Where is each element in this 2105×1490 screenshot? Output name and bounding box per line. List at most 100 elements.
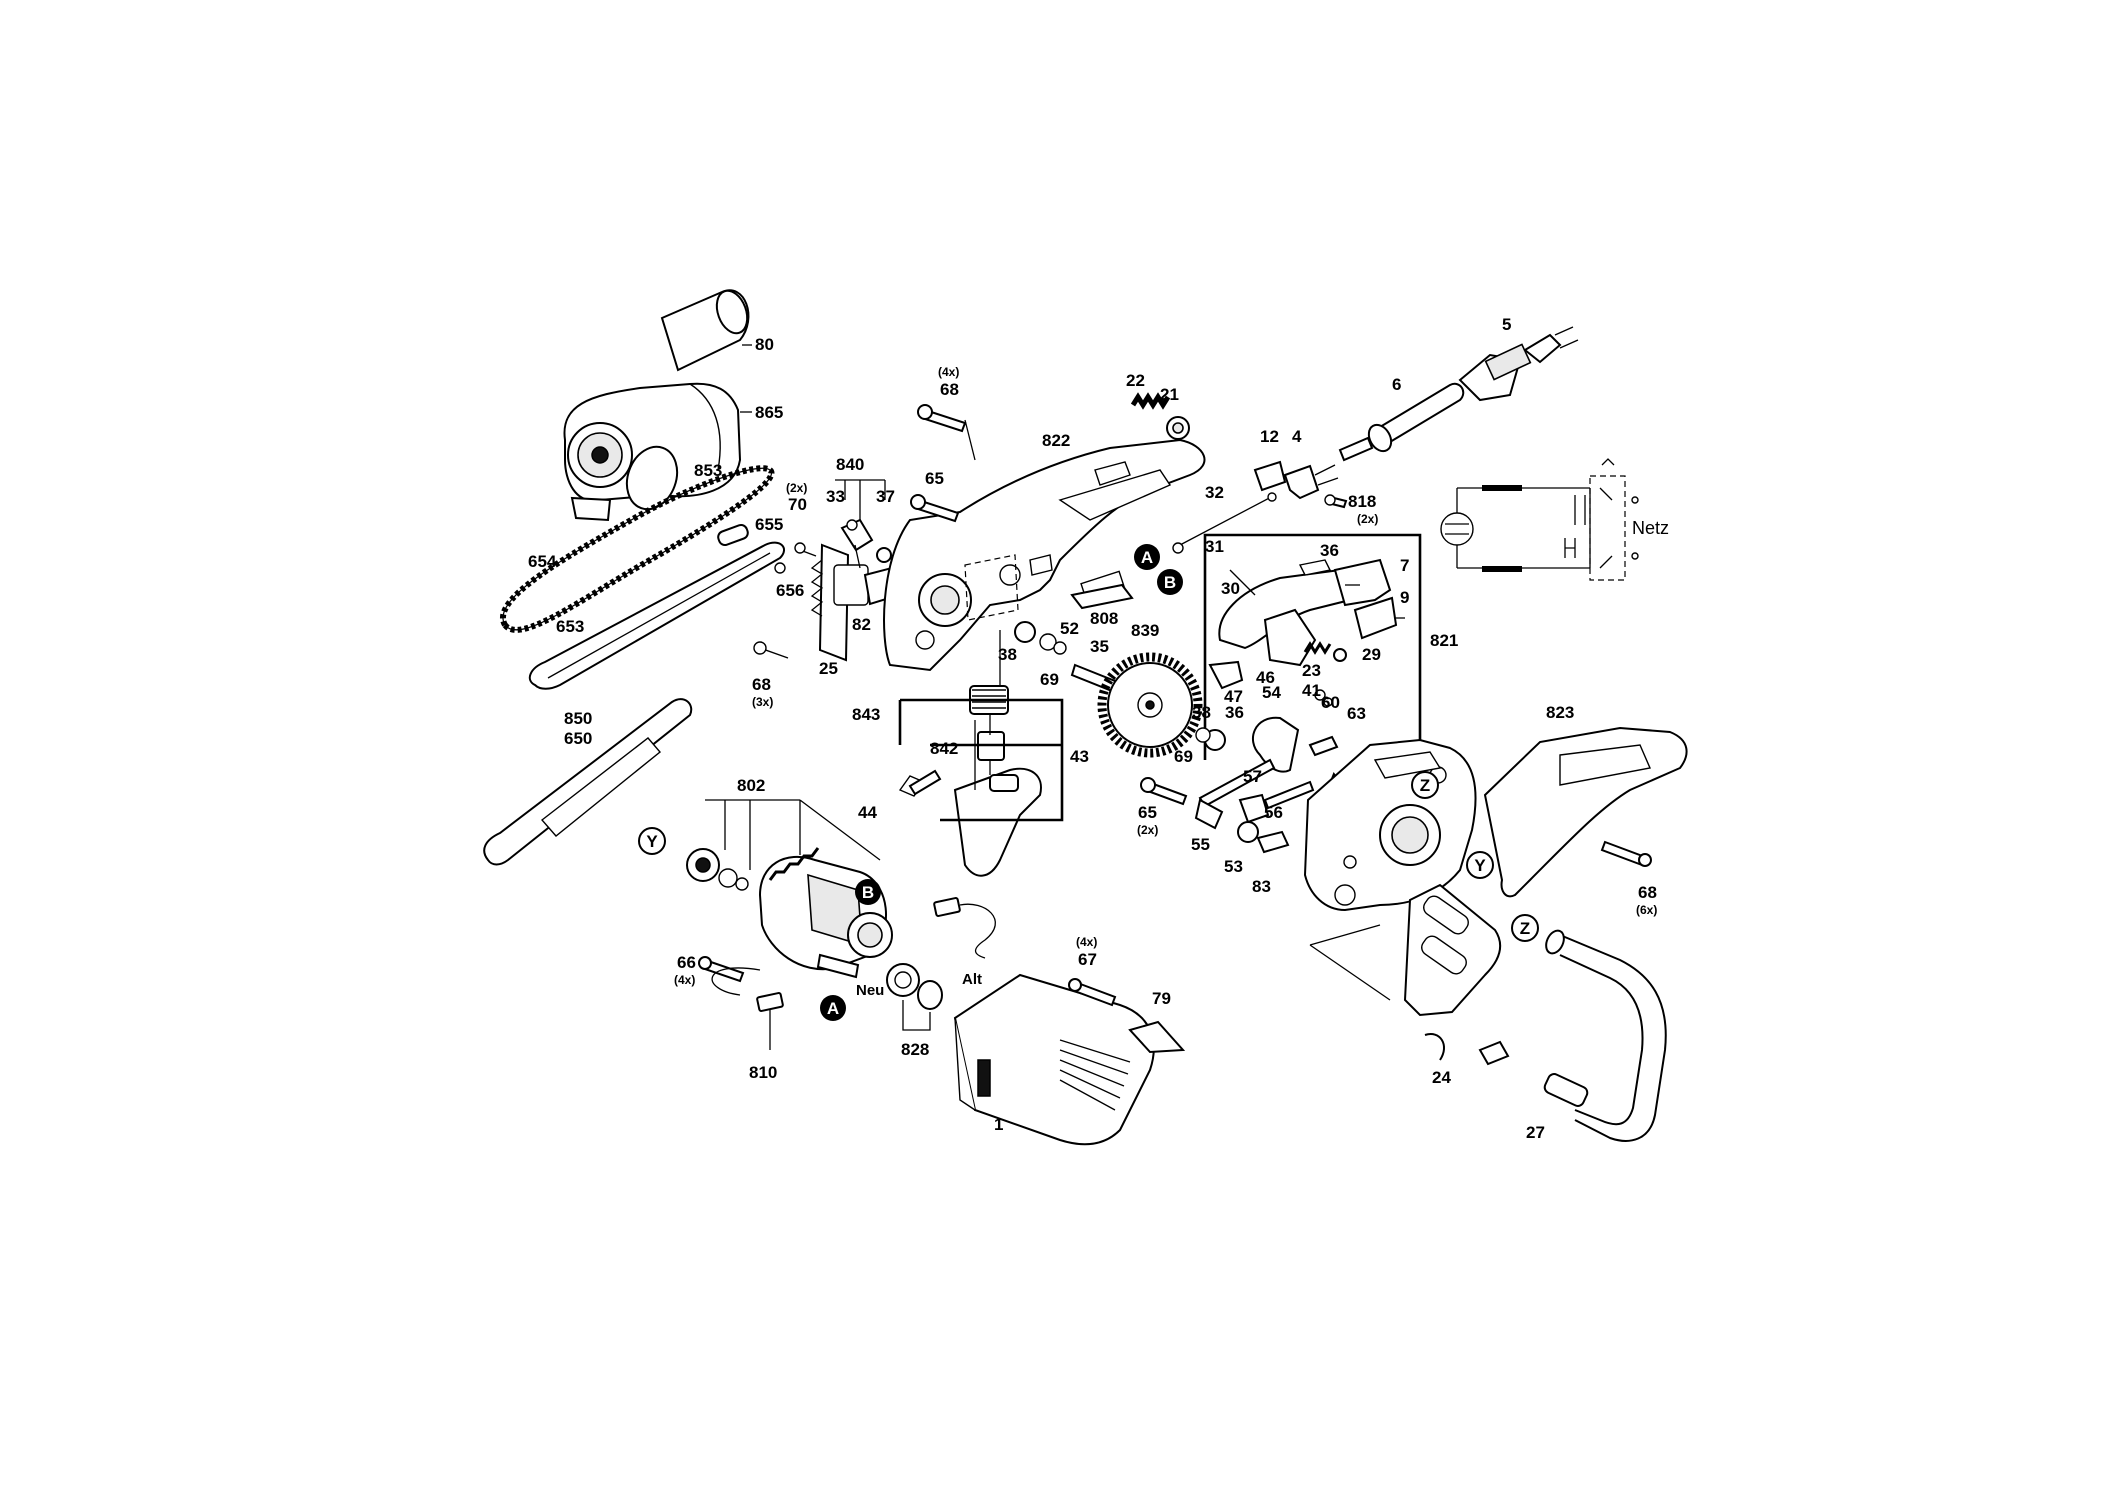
label-823: 823 [1546, 703, 1574, 722]
label-650: 650 [564, 729, 592, 748]
label-27: 27 [1526, 1123, 1545, 1142]
part-802-motor-drawing [686, 799, 893, 983]
svg-text:B: B [1164, 573, 1176, 592]
marker-Z-handle: Z [1511, 914, 1539, 942]
label-53: 53 [1224, 857, 1243, 876]
label-65-b-qty: (2x) [1137, 823, 1158, 837]
label-36-b: 36 [1225, 703, 1244, 722]
label-5: 5 [1502, 315, 1511, 334]
label-31: 31 [1205, 537, 1224, 556]
label-656: 656 [776, 581, 804, 600]
label-802: 802 [737, 776, 765, 795]
label-21: 21 [1160, 385, 1179, 404]
svg-text:A: A [1141, 548, 1153, 567]
label-12: 12 [1260, 427, 1279, 446]
marker-Z-housing: Z [1411, 771, 1439, 799]
label-69-a: 69 [1040, 670, 1059, 689]
label-33: 33 [826, 487, 845, 506]
label-83: 83 [1252, 877, 1271, 896]
label-654: 654 [528, 552, 557, 571]
gearbox-housing-drawing [1303, 738, 1477, 912]
label-47: 47 [1224, 687, 1243, 706]
part-22-21-drawing [1130, 392, 1190, 440]
label-68-a: 68 [752, 675, 771, 694]
label-38-a: 38 [998, 645, 1017, 664]
label-850: 850 [564, 709, 592, 728]
part-823-guard-drawing [1483, 726, 1688, 898]
label-alt: Alt [962, 971, 982, 988]
part-labels: 80 865 853 655 654 656 653 70 (2x) 68 (3… [528, 315, 1657, 1142]
part-655-656-drawing [717, 523, 786, 574]
part-839-gear-drawing [1097, 652, 1203, 758]
label-63: 63 [1347, 704, 1366, 723]
marker-Y-left: Y [638, 827, 666, 855]
svg-text:A: A [827, 999, 839, 1018]
netz-label: Netz [1632, 518, 1669, 538]
label-80: 80 [755, 335, 774, 354]
label-822: 822 [1042, 431, 1070, 450]
label-70-qty: (2x) [786, 481, 807, 495]
svg-text:Y: Y [1474, 856, 1486, 875]
brake-assembly-drawing [1195, 716, 1376, 810]
label-821: 821 [1430, 631, 1458, 650]
leader-lines [854, 544, 1405, 790]
lower-small-parts-drawing [1140, 777, 1290, 854]
label-865: 865 [755, 403, 783, 422]
part-67-79-drawing [1068, 978, 1186, 1054]
label-56: 56 [1264, 803, 1283, 822]
label-68-b-qty: (4x) [938, 365, 959, 379]
label-43: 43 [1070, 747, 1089, 766]
label-60: 60 [1321, 693, 1340, 712]
label-neu: Neu [856, 982, 884, 999]
label-653: 653 [556, 617, 584, 636]
label-655: 655 [755, 515, 783, 534]
part-80-drawing [660, 289, 752, 372]
label-66-qty: (4x) [674, 973, 695, 987]
label-44: 44 [858, 803, 877, 822]
label-79: 79 [1152, 989, 1171, 1008]
circuit-schematic-drawing [1440, 458, 1639, 581]
label-25: 25 [819, 659, 838, 678]
label-30: 30 [1221, 579, 1240, 598]
part-850-cover-drawing [483, 698, 693, 866]
label-840: 840 [836, 455, 864, 474]
label-23: 23 [1302, 661, 1321, 680]
part-6-5-cable-drawing [1338, 326, 1579, 462]
label-843: 843 [852, 705, 880, 724]
label-46: 46 [1256, 668, 1275, 687]
part-810-brush-drawing [711, 897, 996, 1050]
label-68-b: 68 [940, 380, 959, 399]
part-654-chain-drawing [500, 465, 775, 633]
part-865-drawing [563, 382, 752, 522]
label-69-b: 69 [1174, 747, 1193, 766]
label-22: 22 [1126, 371, 1145, 390]
label-82: 82 [852, 615, 871, 634]
part-12-4-switch-drawing [1172, 460, 1348, 554]
label-67: 67 [1078, 950, 1097, 969]
label-68-c: 68 [1638, 883, 1657, 902]
svg-text:Z: Z [1420, 776, 1430, 795]
part-843-842-43-drawing [898, 685, 1042, 877]
label-66: 66 [677, 953, 696, 972]
label-818: 818 [1348, 492, 1376, 511]
label-70: 70 [788, 495, 807, 514]
label-37: 37 [876, 487, 895, 506]
label-35: 35 [1090, 637, 1109, 656]
label-1: 1 [994, 1115, 1003, 1134]
part-653-bar-drawing [528, 541, 785, 690]
label-54: 54 [1262, 683, 1281, 702]
label-839: 839 [1131, 621, 1159, 640]
marker-A-top: A [1134, 544, 1160, 570]
label-24: 24 [1432, 1068, 1451, 1087]
label-68-c-qty: (6x) [1636, 903, 1657, 917]
label-32: 32 [1205, 483, 1224, 502]
marker-A-motor: A [820, 995, 846, 1021]
label-65-a: 65 [925, 469, 944, 488]
label-4: 4 [1292, 427, 1302, 446]
label-808: 808 [1090, 609, 1118, 628]
part-1-motor-housing-drawing [953, 973, 1155, 1146]
label-68-a-qty: (3x) [752, 695, 773, 709]
part-843-bracket [898, 698, 1064, 822]
label-810: 810 [749, 1063, 777, 1082]
label-55: 55 [1191, 835, 1210, 854]
